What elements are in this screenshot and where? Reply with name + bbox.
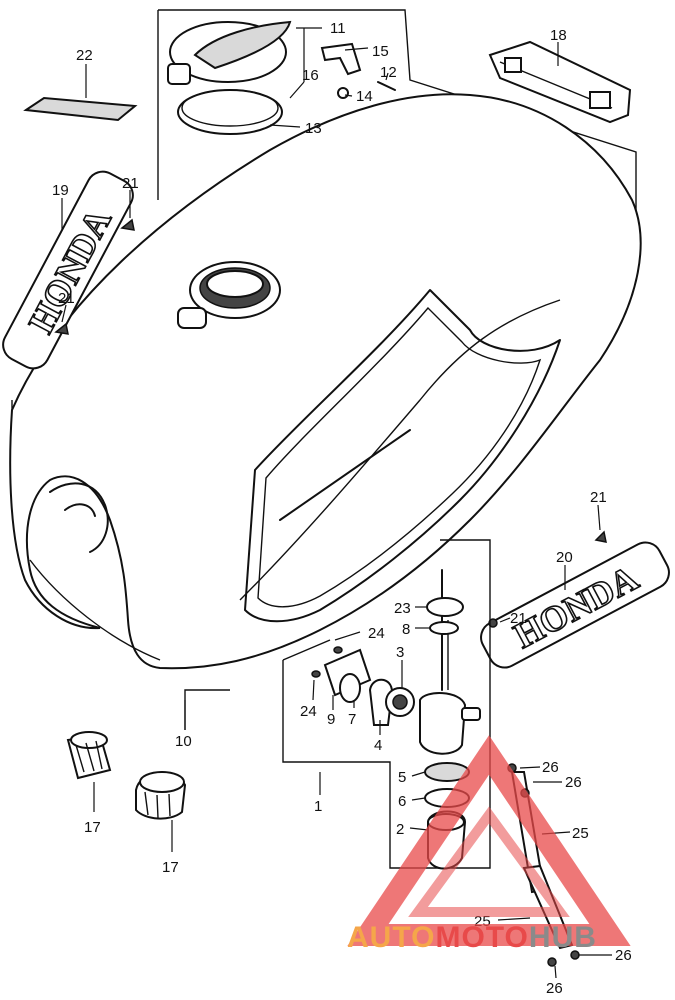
- callout-25a: 25: [572, 825, 589, 842]
- callout-7: 7: [348, 711, 356, 728]
- callout-6: 6: [398, 793, 406, 810]
- callout-12: 12: [380, 64, 397, 81]
- callout-3: 3: [396, 644, 404, 661]
- callout-10: 10: [175, 733, 192, 750]
- callout-19: 19: [52, 182, 69, 199]
- callout-13: 13: [305, 120, 322, 137]
- callout-17a: 17: [84, 819, 101, 836]
- callout-26c: 26: [615, 947, 632, 964]
- fuel-cap: [167, 20, 292, 135]
- callout-15: 15: [372, 43, 389, 60]
- callout-9: 9: [327, 711, 335, 728]
- callout-24b: 24: [300, 703, 317, 720]
- fuel-tank: [9, 93, 642, 670]
- rubber-cushions-17: [66, 731, 187, 820]
- watermark-triangle-icon: [347, 735, 631, 946]
- callout-17b: 17: [162, 859, 179, 876]
- petcock-assembly-frame: [282, 539, 491, 869]
- leader-lines: [61, 27, 612, 979]
- part-22-strip: [23, 96, 138, 122]
- emblem-20: HONDA: [480, 541, 670, 669]
- callout-8: 8: [402, 621, 410, 638]
- callout-14: 14: [356, 88, 373, 105]
- callout-2: 2: [396, 821, 404, 838]
- clips-21: [54, 218, 607, 628]
- callout-21b: 21: [58, 290, 75, 307]
- callout-11: 11: [330, 20, 346, 37]
- watermark-triangle-inner-icon: [408, 806, 570, 917]
- callout-21a: 21: [122, 175, 139, 192]
- callout-20: 20: [556, 549, 573, 566]
- callout-21d: 21: [510, 610, 527, 627]
- callout-5: 5: [398, 769, 406, 786]
- callout-1: 1: [314, 798, 322, 815]
- callout-22: 22: [76, 47, 93, 64]
- callout-16: 16: [302, 67, 319, 84]
- callout-24a: 24: [368, 625, 385, 642]
- callout-23: 23: [394, 600, 411, 617]
- part-18-bracket: [488, 40, 632, 124]
- watermark-hub: HUB: [529, 921, 597, 954]
- callout-4: 4: [374, 737, 382, 754]
- watermark: AUTOMOTOHUB: [347, 735, 631, 954]
- callout-21c: 21: [590, 489, 607, 506]
- callout-26b: 26: [565, 774, 582, 791]
- watermark-moto: MOTO: [435, 921, 528, 954]
- callout-26d: 26: [546, 980, 563, 997]
- watermark-auto: AUTO: [347, 921, 435, 954]
- callout-18: 18: [550, 27, 567, 44]
- watermark-text: AUTOMOTOHUB: [347, 921, 597, 954]
- callout-26a: 26: [542, 759, 559, 776]
